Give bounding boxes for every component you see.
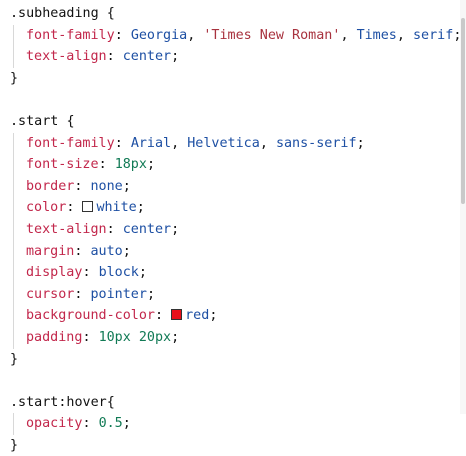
css-property: margin <box>26 243 75 259</box>
code-lines: .subheading { font-family: Georgia, 'Tim… <box>0 3 466 456</box>
code-line: font-size: 18px; <box>0 154 466 176</box>
code-line: margin: auto; <box>0 240 466 263</box>
css-value: Times <box>356 27 397 43</box>
code-line: text-align: center; <box>0 46 466 68</box>
css-string-value: 'Times New Roman' <box>203 27 341 43</box>
indent-guide <box>13 218 14 241</box>
indent-guide <box>13 283 14 306</box>
vertical-scrollbar[interactable] <box>460 0 466 414</box>
css-value: sans-serif <box>275 135 357 151</box>
css-value: white <box>96 200 137 216</box>
css-property: opacity <box>26 416 83 432</box>
css-value: block <box>98 265 139 281</box>
indent-guide <box>13 175 14 198</box>
css-value: Helvetica <box>187 135 260 151</box>
code-line: font-family: Georgia, 'Times New Roman',… <box>0 24 466 47</box>
css-number-value: 0.5 <box>98 416 123 432</box>
scrollbar-thumb[interactable] <box>461 18 465 204</box>
code-line: padding: 10px 20px; <box>0 326 466 349</box>
css-property: text-align <box>26 49 107 65</box>
css-property: text-align <box>26 221 107 237</box>
css-property: color <box>26 200 67 216</box>
close-brace: } <box>10 437 19 453</box>
indent-guide <box>13 262 14 284</box>
indent-guide <box>13 197 14 219</box>
indent-guide <box>13 24 14 47</box>
code-line: opacity: 0.5; <box>0 413 466 435</box>
indent-guide <box>13 305 14 327</box>
indent-guide <box>13 240 14 263</box>
css-number-value: 20px <box>138 329 172 345</box>
open-brace: { <box>106 6 115 21</box>
code-line: display: block; <box>0 262 466 284</box>
code-line: } <box>0 349 466 371</box>
css-property: font-family <box>26 27 115 43</box>
color-swatch-red[interactable] <box>171 309 183 321</box>
code-line: cursor: pointer; <box>0 283 466 306</box>
css-property: font-family <box>26 135 115 151</box>
code-line: background-color: red; <box>0 305 466 327</box>
code-line: } <box>0 68 466 90</box>
css-value: serif <box>413 27 454 43</box>
code-line: .start:hover{ <box>0 392 466 414</box>
css-value: Georgia <box>130 27 188 43</box>
css-property: cursor <box>26 286 75 302</box>
code-line: color: white; <box>0 197 466 219</box>
css-value: Arial <box>130 135 172 151</box>
code-line: border: none; <box>0 175 466 198</box>
css-selector: .subheading <box>10 6 99 21</box>
css-property: display <box>26 265 83 281</box>
open-brace: { <box>106 394 115 410</box>
css-property: font-size <box>26 157 99 173</box>
code-line: .subheading { <box>0 3 466 25</box>
indent-guide <box>13 46 14 68</box>
code-line: } <box>0 435 466 456</box>
css-value: red <box>185 308 210 324</box>
css-number-value: 10px <box>98 329 131 345</box>
indent-guide <box>13 154 14 176</box>
code-line: font-family: Arial, Helvetica, sans-seri… <box>0 132 466 155</box>
css-property: background-color <box>26 308 155 324</box>
css-value: none <box>90 178 123 194</box>
code-line-empty <box>0 370 466 392</box>
css-number-value: 18px <box>114 157 147 173</box>
css-property: padding <box>26 329 83 345</box>
indent-guide <box>13 413 14 435</box>
open-brace: { <box>66 113 75 129</box>
css-value: center <box>122 221 172 237</box>
css-value: auto <box>90 243 123 259</box>
code-line-empty <box>0 89 466 111</box>
code-line: .start { <box>0 111 466 133</box>
close-brace: } <box>10 351 19 367</box>
code-line: text-align: center; <box>0 218 466 241</box>
css-value: center <box>122 49 172 65</box>
indent-guide <box>13 326 14 349</box>
close-brace: } <box>10 70 19 86</box>
css-selector: .start:hover <box>10 394 107 410</box>
indent-guide <box>13 132 14 155</box>
css-property: border <box>26 178 75 194</box>
css-selector: .start <box>10 113 59 129</box>
css-value: pointer <box>90 286 147 302</box>
color-swatch-white[interactable] <box>82 201 94 213</box>
